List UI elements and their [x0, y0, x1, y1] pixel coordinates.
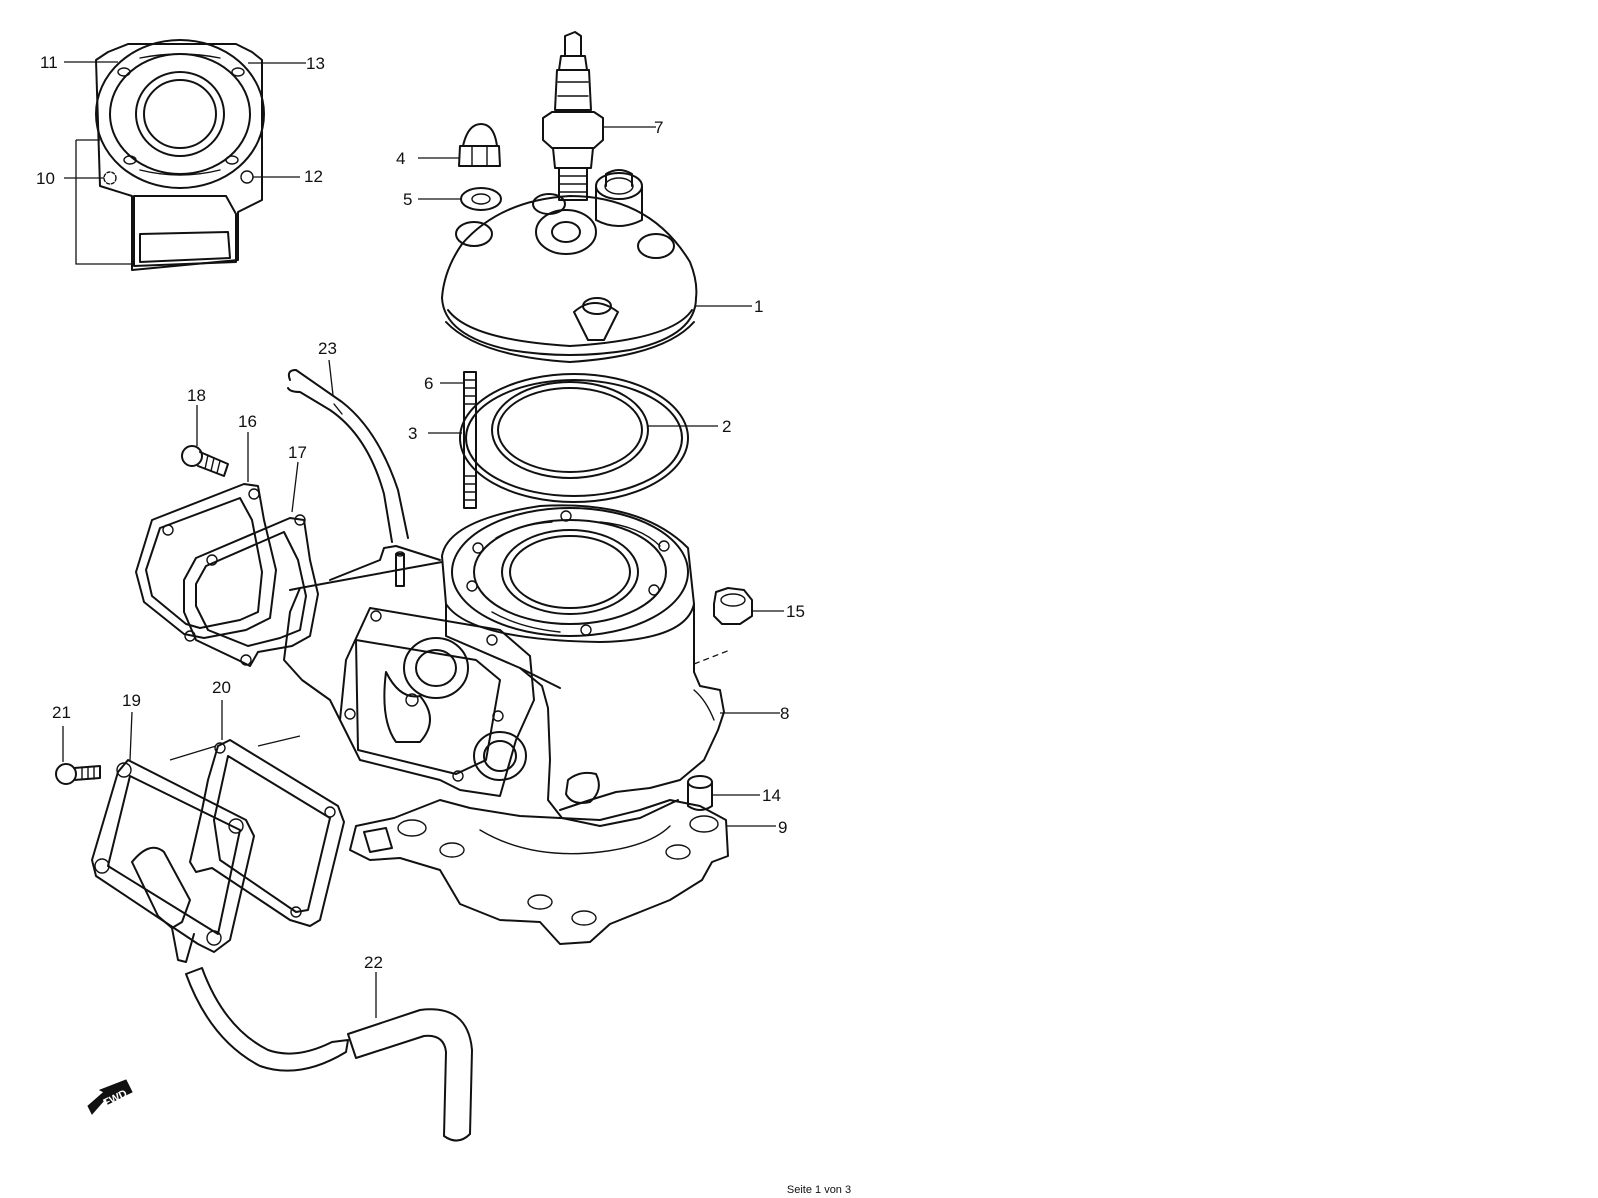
callout-4: 4 [396, 149, 405, 168]
callout-12: 12 [304, 167, 323, 186]
intake-flange [339, 607, 535, 797]
callout-6: 6 [424, 374, 433, 393]
callout-1: 1 [754, 297, 763, 316]
page-footer: Seite 1 von 3 [786, 1184, 852, 1196]
cylinder-body [283, 504, 780, 827]
reed-valve-cover [55, 700, 345, 963]
dowel-pin [395, 551, 405, 587]
base-gasket [349, 799, 776, 945]
lower-hose [185, 967, 473, 1142]
head-gaskets [428, 373, 718, 503]
callout-18: 18 [187, 386, 206, 405]
bolt-upper [181, 405, 229, 477]
washer [418, 187, 502, 211]
callout-11: 11 [40, 53, 58, 72]
callout-23: 23 [318, 339, 337, 358]
callout-10: 10 [36, 169, 55, 188]
callout-labels: 1 2 3 4 5 6 7 8 9 10 11 12 13 14 15 16 1… [36, 53, 805, 972]
cylinder-nut [713, 587, 784, 625]
spark-plug [542, 31, 656, 201]
callout-22: 22 [364, 953, 383, 972]
callout-9: 9 [778, 818, 787, 837]
cylinder-head [441, 169, 752, 363]
inset-cylinder-top-view [64, 39, 306, 271]
callout-21: 21 [52, 703, 71, 722]
callout-7: 7 [654, 118, 663, 137]
callout-2: 2 [722, 417, 731, 436]
callout-17: 17 [288, 443, 307, 462]
callout-20: 20 [212, 678, 231, 697]
cylinder-dowel [687, 775, 760, 811]
callout-15: 15 [786, 602, 805, 621]
callout-16: 16 [238, 412, 257, 431]
callout-8: 8 [780, 704, 789, 723]
cap-nut [418, 123, 501, 167]
fwd-arrow-icon: FWD [87, 1079, 133, 1115]
callout-13: 13 [306, 54, 325, 73]
breather-hose [287, 359, 409, 543]
callout-19: 19 [122, 691, 141, 710]
callout-5: 5 [403, 190, 412, 209]
intake-gaskets-upper [135, 432, 319, 667]
stud-bolt [440, 371, 477, 509]
callout-14: 14 [762, 786, 781, 805]
callout-3: 3 [408, 424, 417, 443]
